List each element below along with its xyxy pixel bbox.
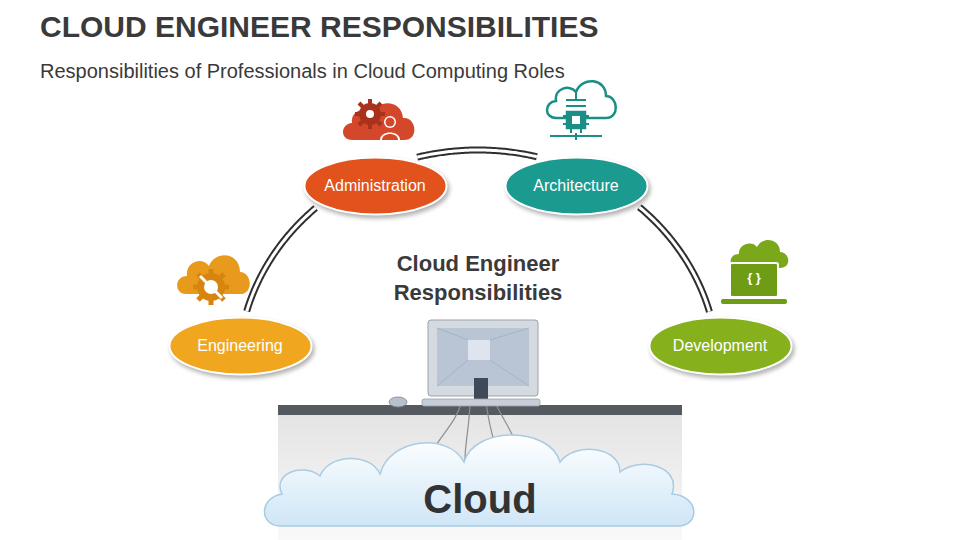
slide-title: CLOUD ENGINEER RESPONSIBILITIES <box>40 10 598 44</box>
desk-top <box>278 405 682 415</box>
node-label: Architecture <box>533 177 618 195</box>
connector-inner <box>247 208 316 311</box>
connector-outer <box>247 208 316 311</box>
cloud-shape: Cloud <box>258 422 702 530</box>
double-arc-connector <box>247 208 316 311</box>
double-arc-connector <box>639 207 709 312</box>
connector-inner <box>639 207 709 312</box>
architecture-cloud-icon <box>547 81 616 140</box>
architecture-ellipse: Architecture <box>504 155 649 217</box>
connector-inner <box>417 150 537 157</box>
admin-cloud-icon <box>343 99 414 140</box>
node-label: Engineering <box>197 337 282 355</box>
connector-outer <box>417 150 537 157</box>
engineering-cloud-icon <box>177 255 250 305</box>
engineering-ellipse: Engineering <box>168 315 313 377</box>
node-text-group: Development <box>673 337 767 355</box>
code-brace-glyph: { } <box>734 270 774 287</box>
development-laptop-icon <box>721 240 788 304</box>
node-text-group: Architecture <box>533 177 618 195</box>
node-text-group: Cloud <box>423 477 536 530</box>
monitor-icon <box>389 320 540 407</box>
node-text-group: Administration <box>324 177 425 195</box>
center-heading: Cloud Engineer Responsibilities <box>368 250 588 307</box>
double-arc-connector <box>417 150 537 157</box>
admin-ellipse: Administration <box>303 155 448 217</box>
node-label: Administration <box>324 177 425 195</box>
connector-outer <box>639 207 709 312</box>
development-ellipse: Development <box>648 315 793 377</box>
node-label: Cloud <box>423 477 536 522</box>
slide-subtitle: Responsibilities of Professionals in Clo… <box>40 60 565 83</box>
node-text-group: Engineering <box>197 337 282 355</box>
node-label: Development <box>673 337 767 355</box>
